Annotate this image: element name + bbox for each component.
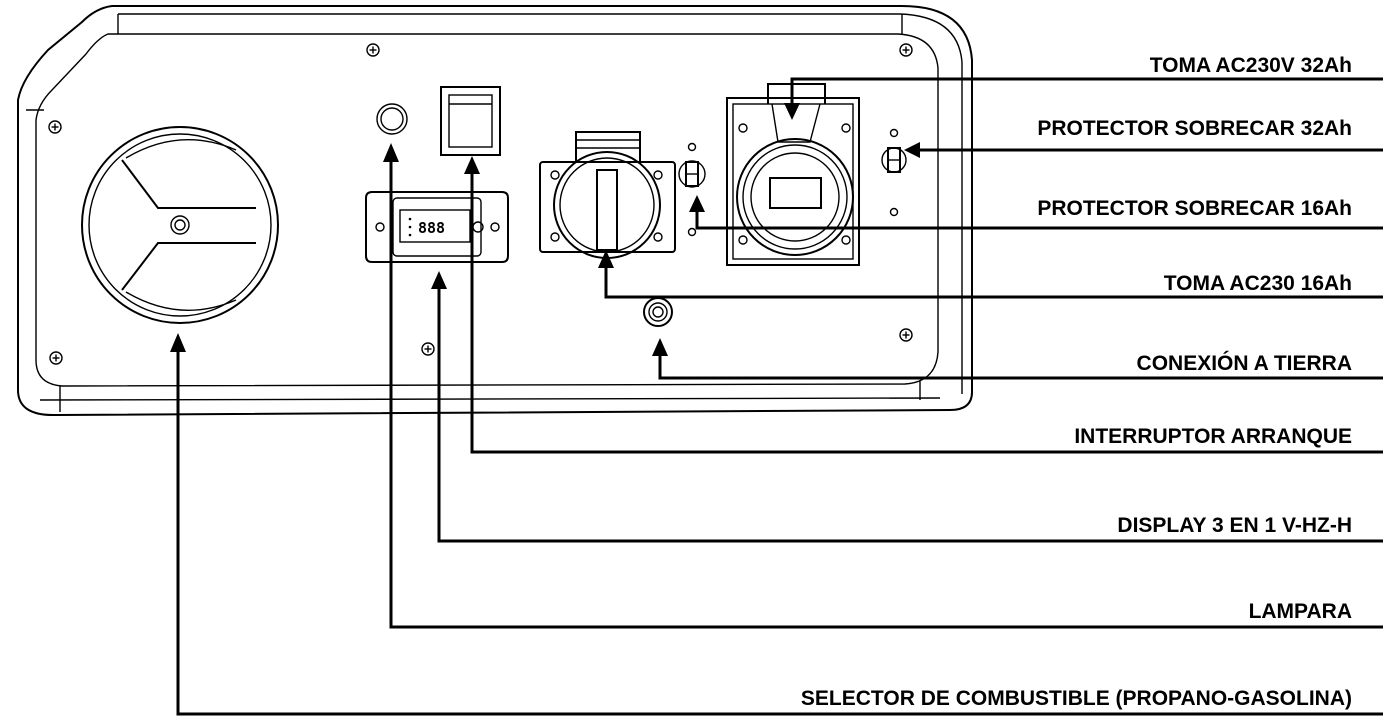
screw <box>899 43 913 57</box>
leader-start-switch <box>470 170 1383 454</box>
leader-fuel-selector <box>176 348 1383 716</box>
panel-screws <box>48 43 913 365</box>
breaker-32a <box>881 128 907 217</box>
label-display: DISPLAY 3 EN 1 V-HZ-H <box>1117 514 1352 537</box>
label-outlet-32a: TOMA AC230V 32Ah <box>1150 54 1352 77</box>
label-fuel-selector: SELECTOR DE COMBUSTIBLE (PROPANO-GASOLIN… <box>801 687 1352 710</box>
screw <box>421 342 435 356</box>
ground-terminal <box>643 297 673 327</box>
display-digits: 888 <box>418 219 445 237</box>
start-switch <box>440 86 501 156</box>
lamp-indicator <box>376 103 408 135</box>
control-panel <box>17 5 973 417</box>
leader-outlet-16a <box>604 264 1383 299</box>
leader-breaker-16a <box>695 207 1383 230</box>
label-start-switch: INTERRUPTOR ARRANQUE <box>1074 425 1352 448</box>
leader-display <box>437 285 1383 543</box>
screw <box>899 328 913 342</box>
fuel-selector-knob <box>81 126 279 324</box>
leader-lamp <box>389 158 1383 629</box>
arrow-display <box>431 271 447 289</box>
label-ground: CONEXIÓN A TIERRA <box>1137 351 1352 375</box>
leader-outlet-32a <box>790 77 1383 110</box>
screw <box>48 120 62 134</box>
outlet-16a <box>539 131 676 259</box>
breaker-16a <box>678 142 706 237</box>
leader-ground <box>658 352 1383 380</box>
display-unit: 888 <box>365 191 509 263</box>
label-breaker-16a: PROTECTOR SOBRECAR 16Ah <box>1037 197 1352 220</box>
arrow-ground <box>652 338 668 356</box>
label-lamp: LAMPARA <box>1249 600 1352 623</box>
leader-lines <box>170 77 1383 716</box>
screw <box>366 43 380 57</box>
label-breaker-32a: PROTECTOR SOBRECAR 32Ah <box>1037 117 1352 140</box>
arrow-breaker-16a <box>689 195 705 212</box>
label-outlet-16a: TOMA AC230 16Ah <box>1164 272 1352 295</box>
callout-labels: TOMA AC230V 32Ah PROTECTOR SOBRECAR 32Ah… <box>801 54 1352 710</box>
arrow-fuel-selector <box>170 333 186 352</box>
arrow-outlet-16a <box>598 250 614 268</box>
arrow-lamp <box>383 143 399 162</box>
arrow-outlet-32a <box>784 103 800 120</box>
arrow-breaker-32a <box>904 142 920 158</box>
arrow-start-switch <box>464 156 480 174</box>
screw <box>49 351 63 365</box>
